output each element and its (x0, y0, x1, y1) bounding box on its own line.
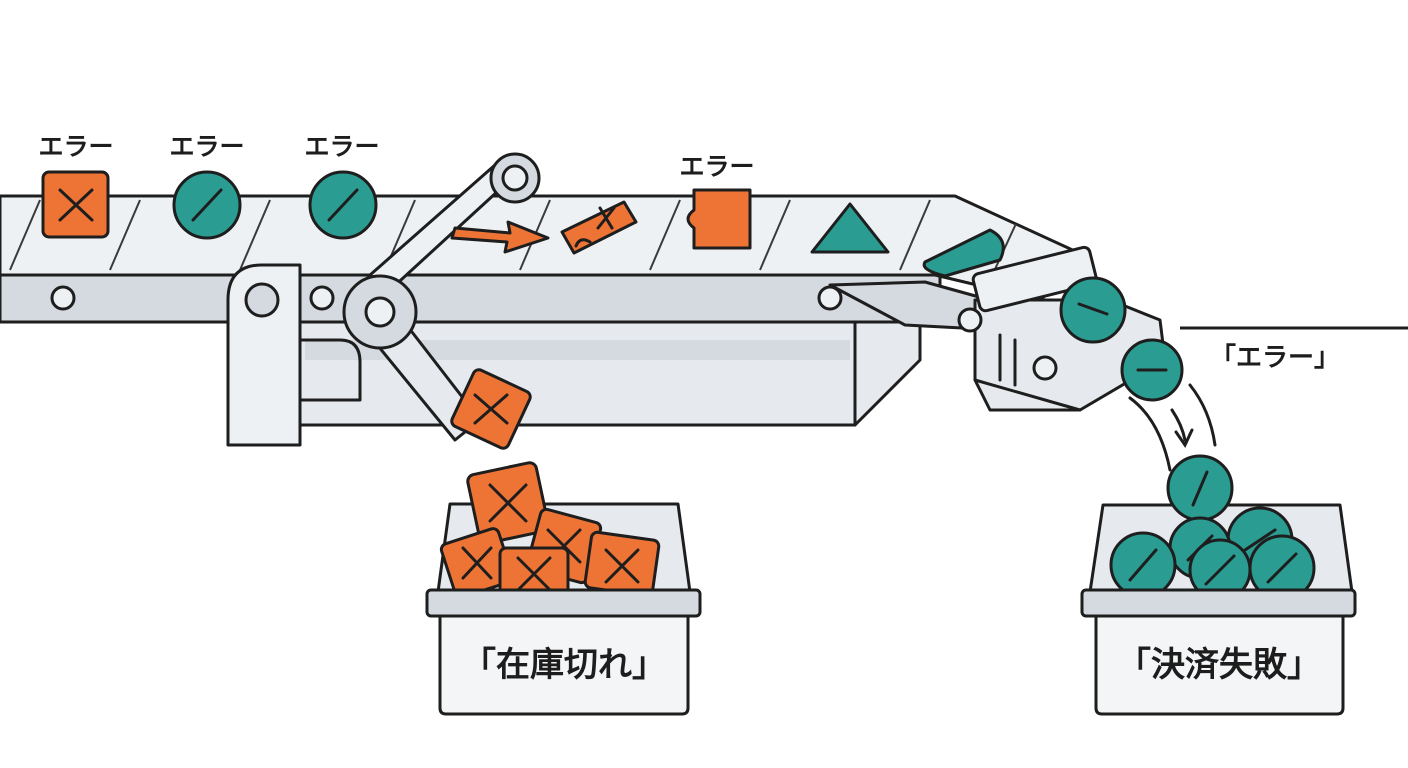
item-cylinder (922, 228, 1005, 278)
error-label-3: エラー (304, 132, 379, 161)
diverter-arm[interactable] (342, 152, 541, 442)
triangle-icon (810, 202, 890, 254)
bin-out-of-stock (425, 461, 702, 716)
error-label-1: エラー (38, 132, 113, 161)
error-label-side: 「エラー」 (1210, 342, 1340, 373)
error-label-4: エラー (679, 152, 754, 181)
bin-label-payment-failed: 「決済失敗」 (1117, 645, 1321, 685)
item-cross-box-falling (450, 368, 532, 450)
arrow-icon (450, 220, 550, 254)
item-circle-end-1 (1059, 276, 1127, 344)
item-puzzle-box (686, 188, 752, 250)
item-cross-box-1 (41, 170, 110, 239)
item-circle-2 (308, 170, 378, 240)
item-circle-end-2 (1120, 338, 1184, 402)
fall-trajectory (1128, 383, 1217, 472)
error-label-2: エラー (169, 132, 244, 161)
bin-label-out-of-stock: 「在庫切れ」 (462, 645, 666, 685)
item-circle-1 (172, 170, 242, 240)
bin-payment-failed (1080, 454, 1357, 716)
item-cross-box-tilted (560, 200, 638, 255)
item-triangle (810, 202, 890, 254)
